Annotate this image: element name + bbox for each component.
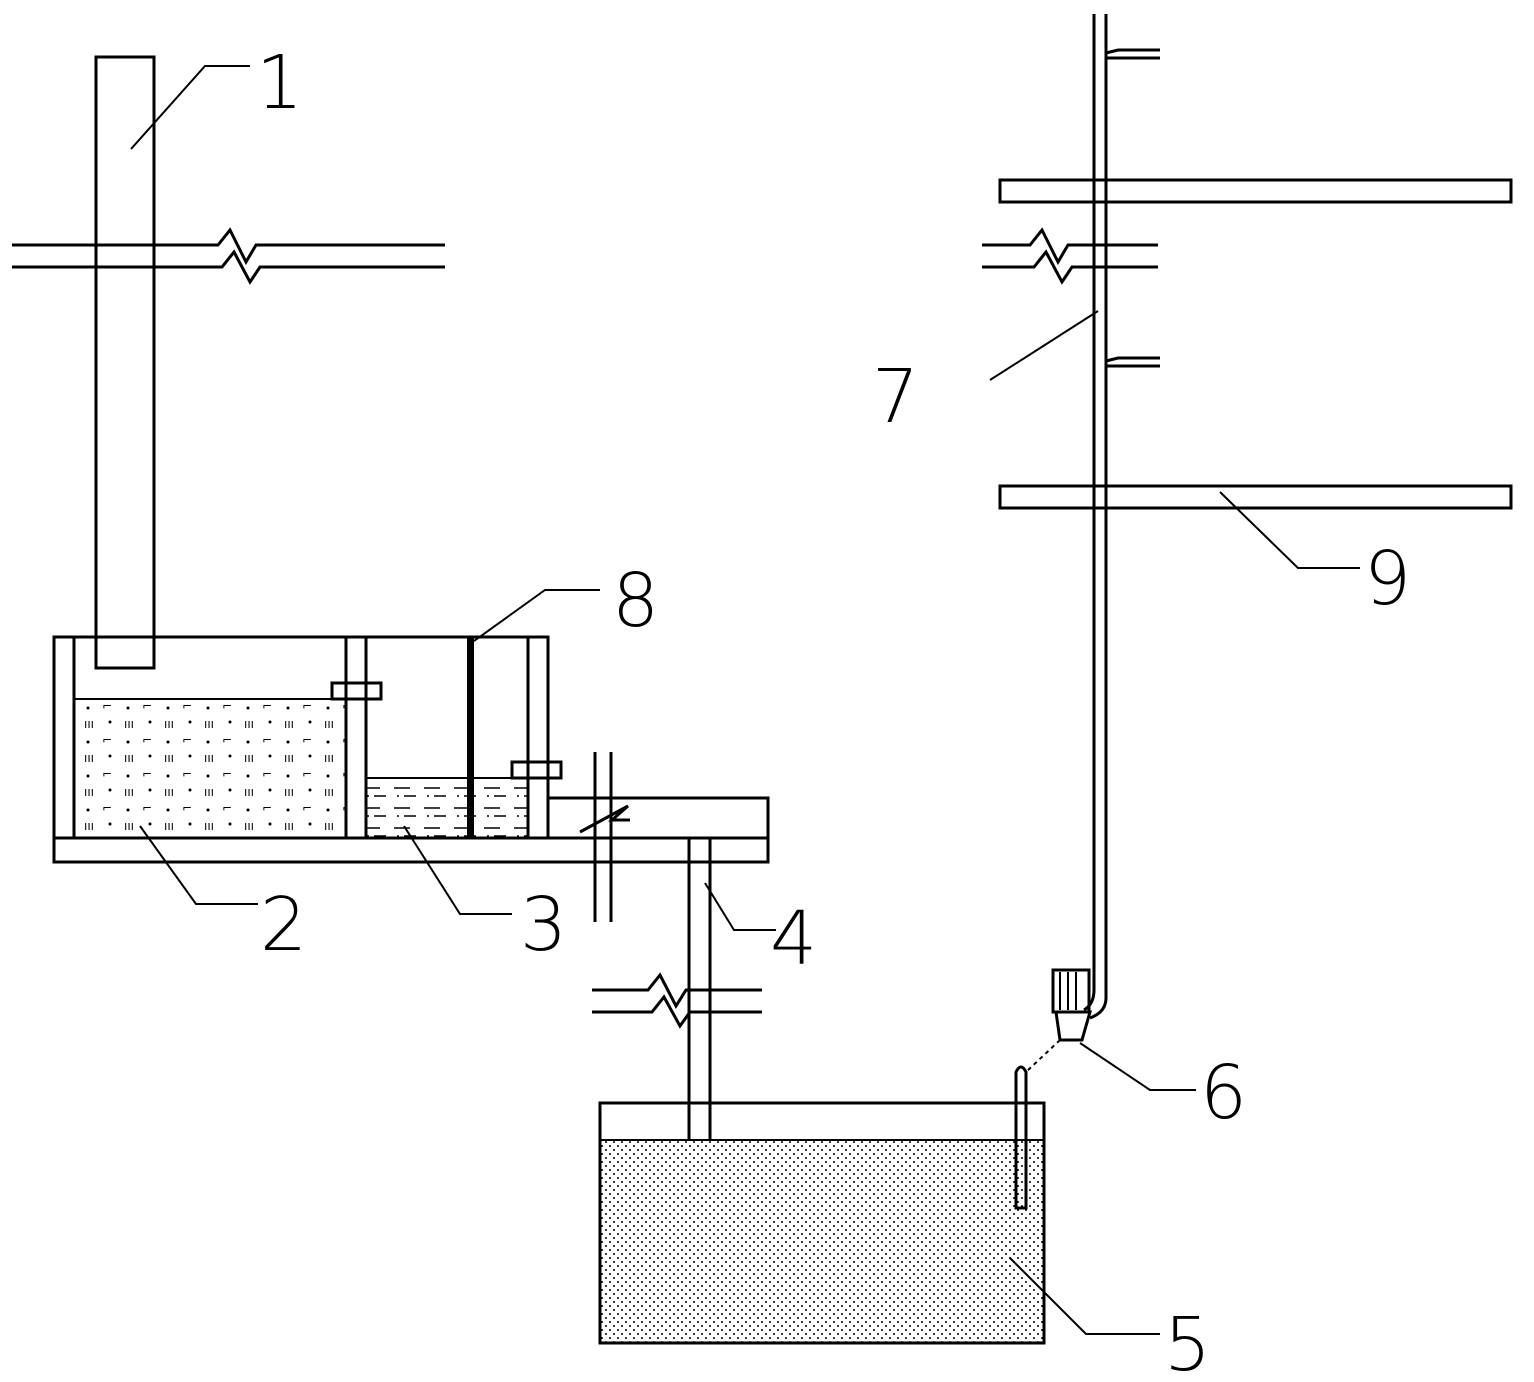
floor-break-line-upper-left [12, 227, 445, 285]
floor-break-line-middle [592, 972, 762, 1029]
labels: 1 2 3 4 5 6 7 8 9 [256, 40, 1411, 1382]
label-9: 9 [1364, 536, 1411, 622]
collection-tank [52, 635, 770, 864]
label-8: 8 [612, 558, 659, 644]
overflow-plate-lower [510, 760, 563, 780]
label-5: 5 [1164, 1302, 1211, 1382]
floor-slab-lower [998, 484, 1513, 510]
floor-slab-upper [998, 178, 1513, 204]
floor-break-line-right [982, 227, 1158, 285]
branch-outlet-lower [1105, 356, 1160, 368]
label-1: 1 [256, 40, 303, 126]
leachate-liquid [365, 777, 529, 839]
label-3: 3 [520, 882, 567, 968]
pump [1025, 968, 1092, 1073]
branch-outlet-upper [1105, 48, 1160, 60]
label-7: 7 [872, 354, 919, 440]
label-2: 2 [260, 882, 307, 968]
filter-screen [467, 637, 474, 838]
label-6: 6 [1200, 1050, 1247, 1136]
chute-pipe [94, 55, 156, 670]
wall-break-line [579, 752, 630, 922]
storage-tank [598, 1065, 1046, 1345]
leader-lines [130, 65, 1360, 1335]
solid-waste [73, 698, 347, 839]
label-4: 4 [770, 896, 817, 982]
overflow-plate-upper [330, 681, 383, 701]
riser-pipe [1083, 14, 1160, 1020]
